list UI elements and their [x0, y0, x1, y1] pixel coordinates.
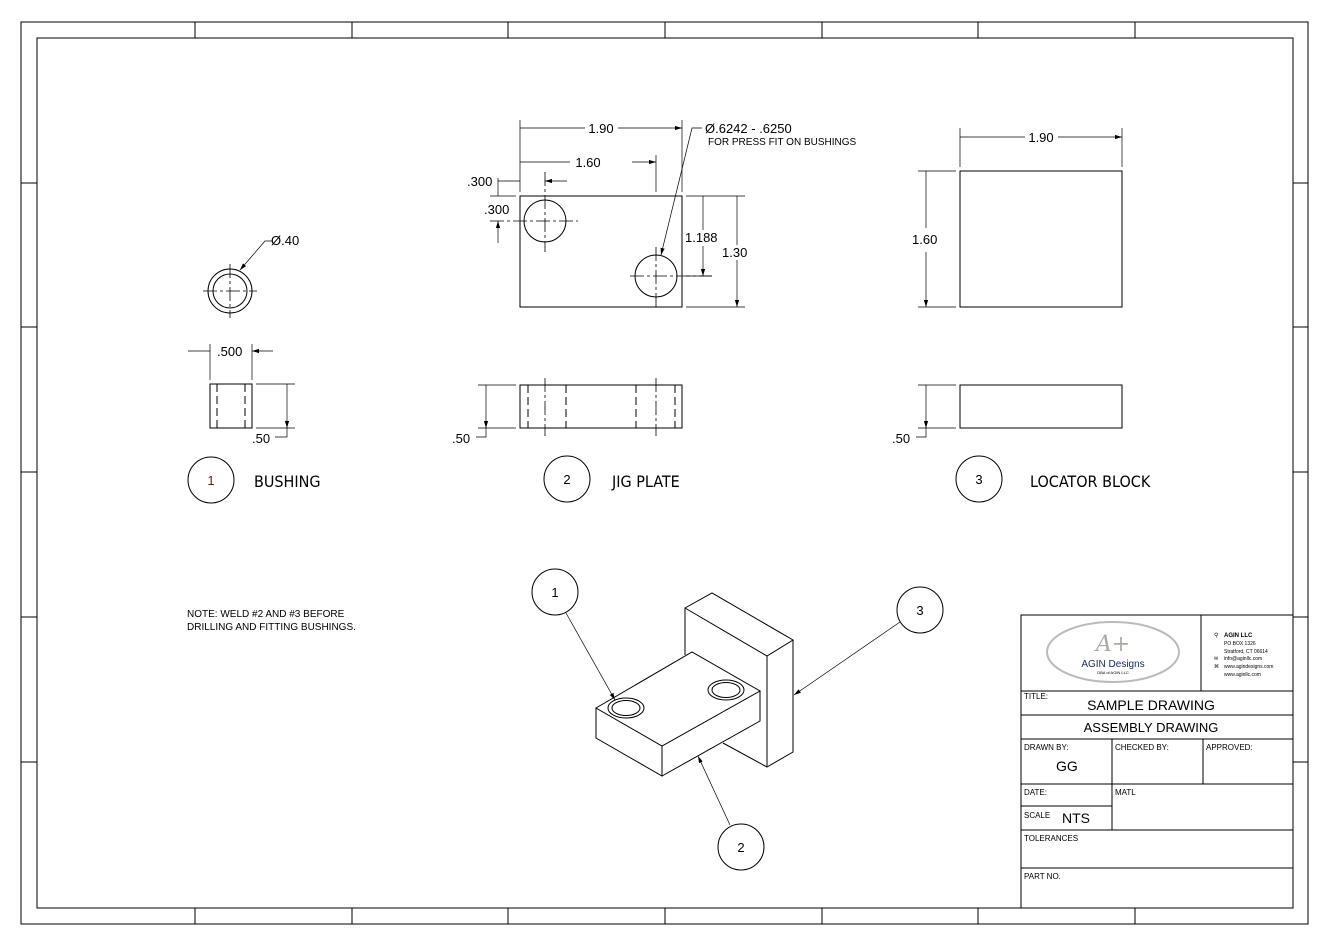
svg-text:.300: .300: [467, 174, 492, 189]
note-line-1: NOTE: WELD #2 AND #3 BEFORE: [187, 609, 345, 620]
svg-text:1: 1: [551, 585, 558, 600]
svg-text:A+: A+: [1094, 632, 1130, 657]
svg-text:1.60: 1.60: [575, 155, 600, 170]
svg-text:2: 2: [737, 840, 744, 855]
svg-text:DBA of AGIN LLC: DBA of AGIN LLC: [1097, 670, 1129, 675]
drawing-subtitle: ASSEMBLY DRAWING: [1084, 720, 1219, 735]
svg-text:1.30: 1.30: [722, 245, 747, 260]
svg-text:⚲: ⚲: [1214, 632, 1218, 639]
svg-text:AGIN LLC: AGIN LLC: [1224, 633, 1253, 639]
svg-text:1.188: 1.188: [685, 230, 718, 245]
svg-text:2: 2: [563, 472, 570, 487]
svg-text:CHECKED BY:: CHECKED BY:: [1115, 743, 1169, 752]
bushing-views: Ø.40 .500 .50 1 BUSHING: [187, 233, 321, 504]
svg-text:www.aginllc.com: www.aginllc.com: [1224, 672, 1261, 678]
svg-text:.50: .50: [452, 431, 470, 446]
svg-text:PO BOX 1326: PO BOX 1326: [1224, 641, 1256, 647]
jig-plate-views: 1.90 1.60 .300 .300 1.188 1.30 Ø.6242 - …: [452, 120, 856, 503]
svg-text:1.60: 1.60: [912, 232, 937, 247]
balloon-2: [543, 455, 591, 503]
svg-text:1.90: 1.90: [1028, 130, 1053, 145]
svg-text:SCALE: SCALE: [1024, 811, 1050, 820]
svg-text:info@aginllc.com: info@aginllc.com: [1224, 656, 1262, 662]
iso-balloon-3: [896, 586, 944, 634]
jig-plate-label: JIG PLATE: [611, 472, 680, 491]
svg-text:www.agindesigns.com: www.agindesigns.com: [1224, 664, 1273, 670]
svg-text:DRAWN BY:: DRAWN BY:: [1024, 743, 1069, 752]
iso-balloon-2: [717, 823, 765, 871]
scale-value: NTS: [1062, 810, 1090, 826]
company-contact: ⚲ AGIN LLC PO BOX 1326 Stratford, CT 066…: [1214, 632, 1273, 678]
svg-text:PART NO.: PART NO.: [1024, 872, 1061, 881]
locator-block-views: 1.90 1.60 .50 3 LOCATOR BLOCK: [892, 128, 1151, 503]
svg-text:1.90: 1.90: [588, 121, 613, 136]
bushing-width-dim: .500: [217, 344, 242, 359]
hole-note-2: FOR PRESS FIT ON BUSHINGS: [708, 137, 856, 148]
locator-block-label: LOCATOR BLOCK: [1030, 472, 1151, 491]
balloon-3: [955, 455, 1003, 503]
sheet-border: [20, 21, 1309, 925]
svg-text:APPROVED:: APPROVED:: [1206, 743, 1253, 752]
svg-text:3: 3: [975, 472, 982, 487]
svg-text:.300: .300: [484, 202, 509, 217]
iso-balloon-1: [531, 568, 579, 616]
svg-text:✉: ✉: [1214, 656, 1218, 662]
isometric-assembly: 1 3 2: [531, 568, 944, 871]
svg-text:MATL: MATL: [1115, 788, 1136, 797]
drawn-by-value: GG: [1056, 758, 1078, 774]
bushing-label: BUSHING: [254, 472, 321, 491]
svg-text:1: 1: [207, 473, 214, 488]
title-block: A+ AGIN Designs DBA of AGIN LLC ⚲ AGIN L…: [1020, 614, 1294, 909]
drawing-title: SAMPLE DRAWING: [1087, 697, 1215, 713]
svg-text:DATE:: DATE:: [1024, 788, 1047, 797]
svg-text:3: 3: [916, 603, 923, 618]
bushing-dia-dim: Ø.40: [271, 233, 299, 248]
company-logo: A+ AGIN Designs DBA of AGIN LLC: [1046, 621, 1180, 683]
svg-text:⌘: ⌘: [1214, 664, 1219, 670]
svg-text:TITLE:: TITLE:: [1024, 692, 1048, 701]
svg-text:Stratford, CT 06614: Stratford, CT 06614: [1224, 649, 1268, 655]
svg-text:.50: .50: [892, 431, 910, 446]
note-line-2: DRILLING AND FITTING BUSHINGS.: [187, 622, 356, 633]
hole-note: Ø.6242 - .6250: [705, 121, 792, 136]
svg-text:TOLERANCES: TOLERANCES: [1024, 834, 1078, 843]
bushing-height-dim: .50: [252, 431, 270, 446]
svg-text:AGIN Designs: AGIN Designs: [1081, 659, 1144, 670]
balloon-1: [187, 456, 235, 504]
